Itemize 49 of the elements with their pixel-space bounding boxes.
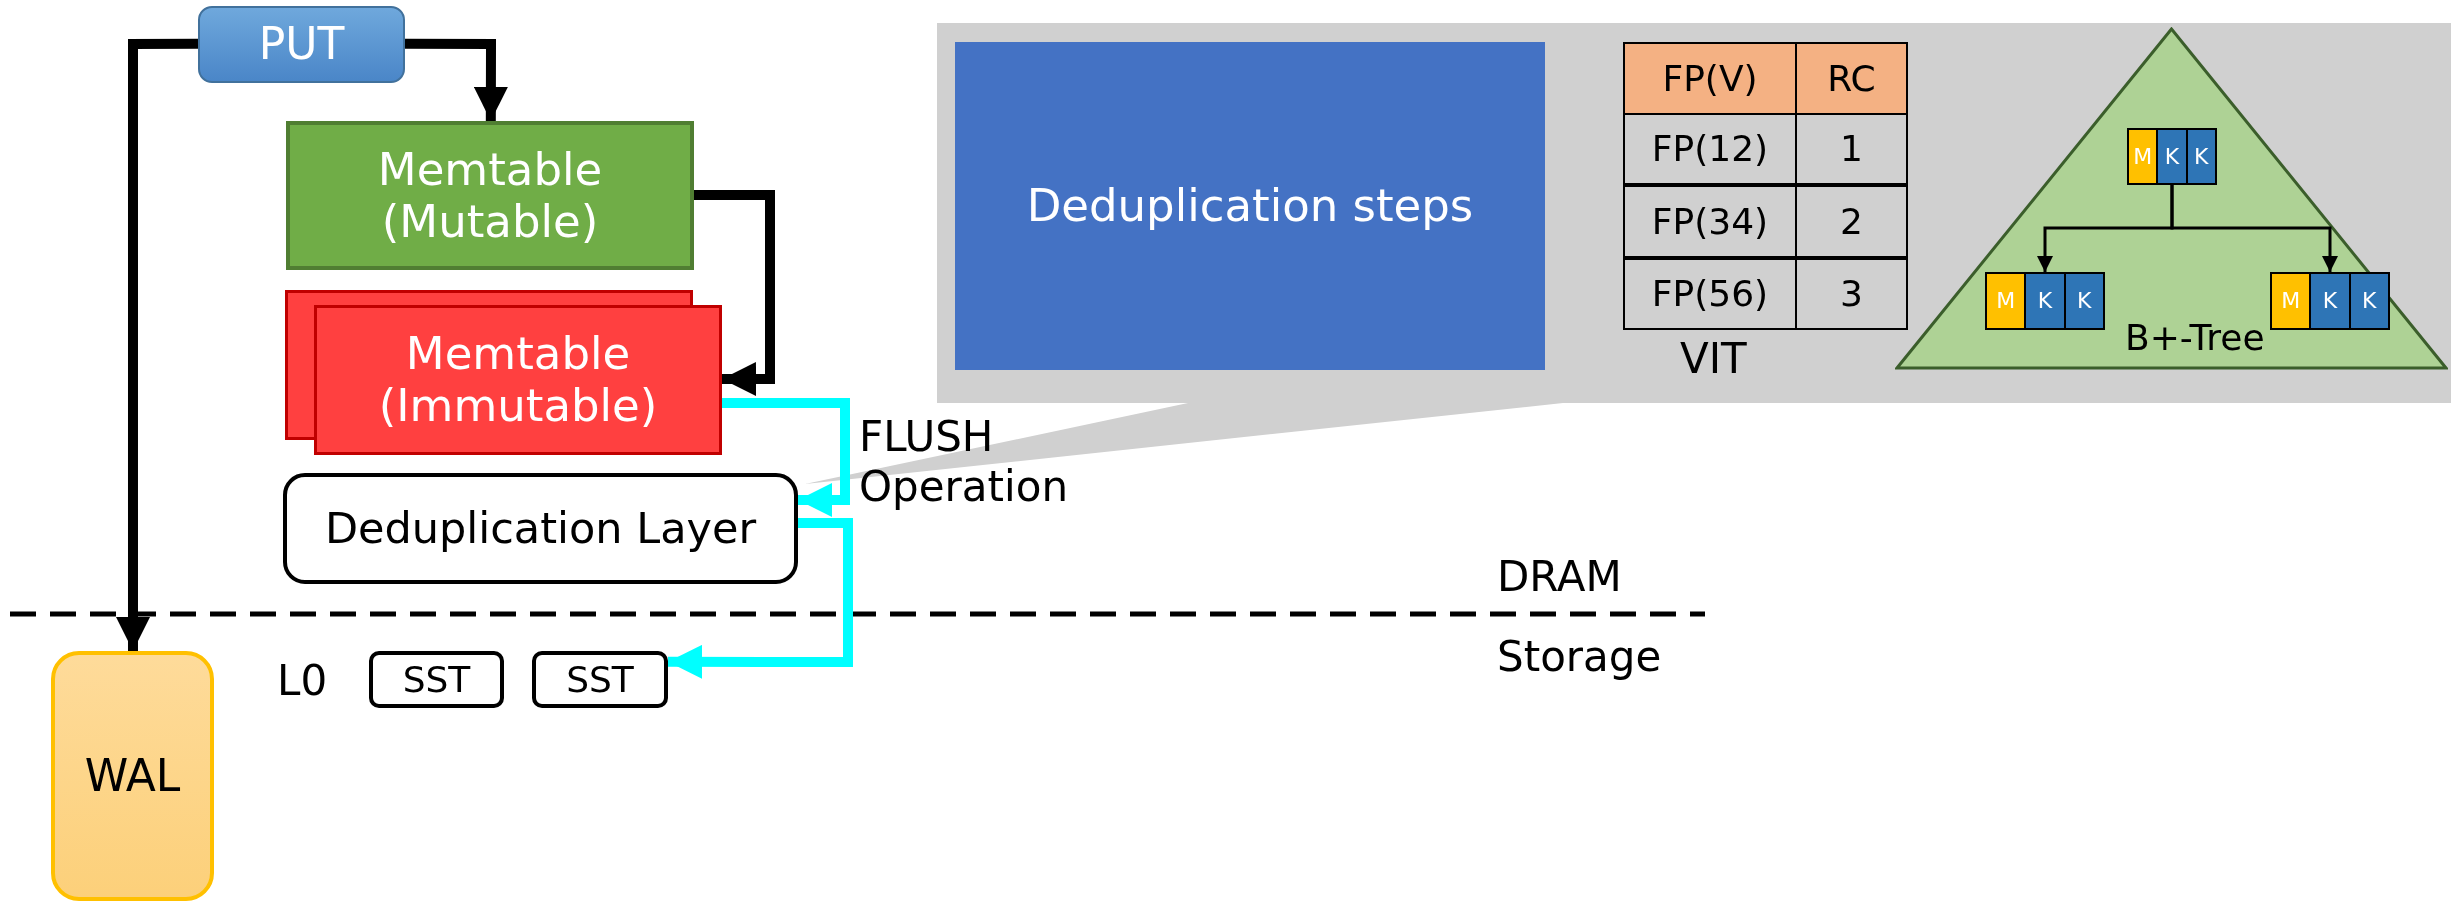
key-slot: K	[2311, 274, 2349, 328]
process-box	[283, 473, 798, 584]
node-label: Deduplication steps	[1026, 180, 1474, 232]
header-cell: FP(V)	[1623, 42, 1797, 115]
text-label: Storage	[1497, 632, 1662, 681]
arrow	[405, 38, 508, 121]
text-label: L0	[277, 656, 328, 705]
text-label: VIT	[1680, 334, 1747, 383]
node-label: Memtable (Immutable)	[377, 328, 659, 432]
table-cell: FP(56)	[1623, 257, 1797, 330]
node-label: Deduplication Layer	[324, 503, 757, 554]
stacked-memtable-box	[285, 290, 722, 455]
node-label: WAL	[84, 750, 181, 802]
table-cell: 1	[1795, 112, 1908, 185]
arrow	[722, 398, 850, 517]
key-slot: K	[2187, 130, 2215, 183]
process-box	[198, 6, 405, 83]
key-slot: M	[2272, 274, 2310, 328]
tree-node	[2127, 128, 2217, 185]
tree-node	[1985, 272, 2105, 330]
node-label: PUT	[258, 19, 345, 70]
arrow	[116, 38, 199, 651]
node-label: SST	[402, 658, 471, 701]
key-slot: K	[2350, 274, 2388, 328]
file-box	[369, 651, 504, 708]
storage-box	[51, 651, 214, 901]
tree-triangle	[1895, 27, 2448, 370]
arrow	[694, 190, 775, 397]
memtable-box	[286, 121, 694, 270]
key-slot: M	[1987, 274, 2025, 328]
arrow	[2170, 185, 2338, 272]
key-slot: K	[2065, 274, 2103, 328]
node-label: SST	[566, 658, 634, 701]
node-label: B+-Tree	[2125, 317, 2265, 359]
key-slot: M	[2129, 130, 2157, 183]
file-box	[532, 651, 668, 708]
table-cell: FP(34)	[1623, 185, 1797, 258]
header-cell: RC	[1795, 42, 1908, 115]
process-box	[955, 42, 1545, 370]
arrow	[668, 517, 853, 679]
table-cell: 3	[1795, 257, 1908, 330]
text-label: DRAM	[1497, 552, 1622, 601]
table-cell: 2	[1795, 185, 1908, 258]
edge-label: FLUSH Operation	[859, 412, 1069, 513]
key-slot: K	[2158, 130, 2186, 183]
table-cell: FP(12)	[1623, 112, 1797, 185]
tree-node	[2270, 272, 2390, 330]
key-slot: K	[2026, 274, 2064, 328]
node-label: Memtable (Mutable)	[376, 143, 604, 248]
